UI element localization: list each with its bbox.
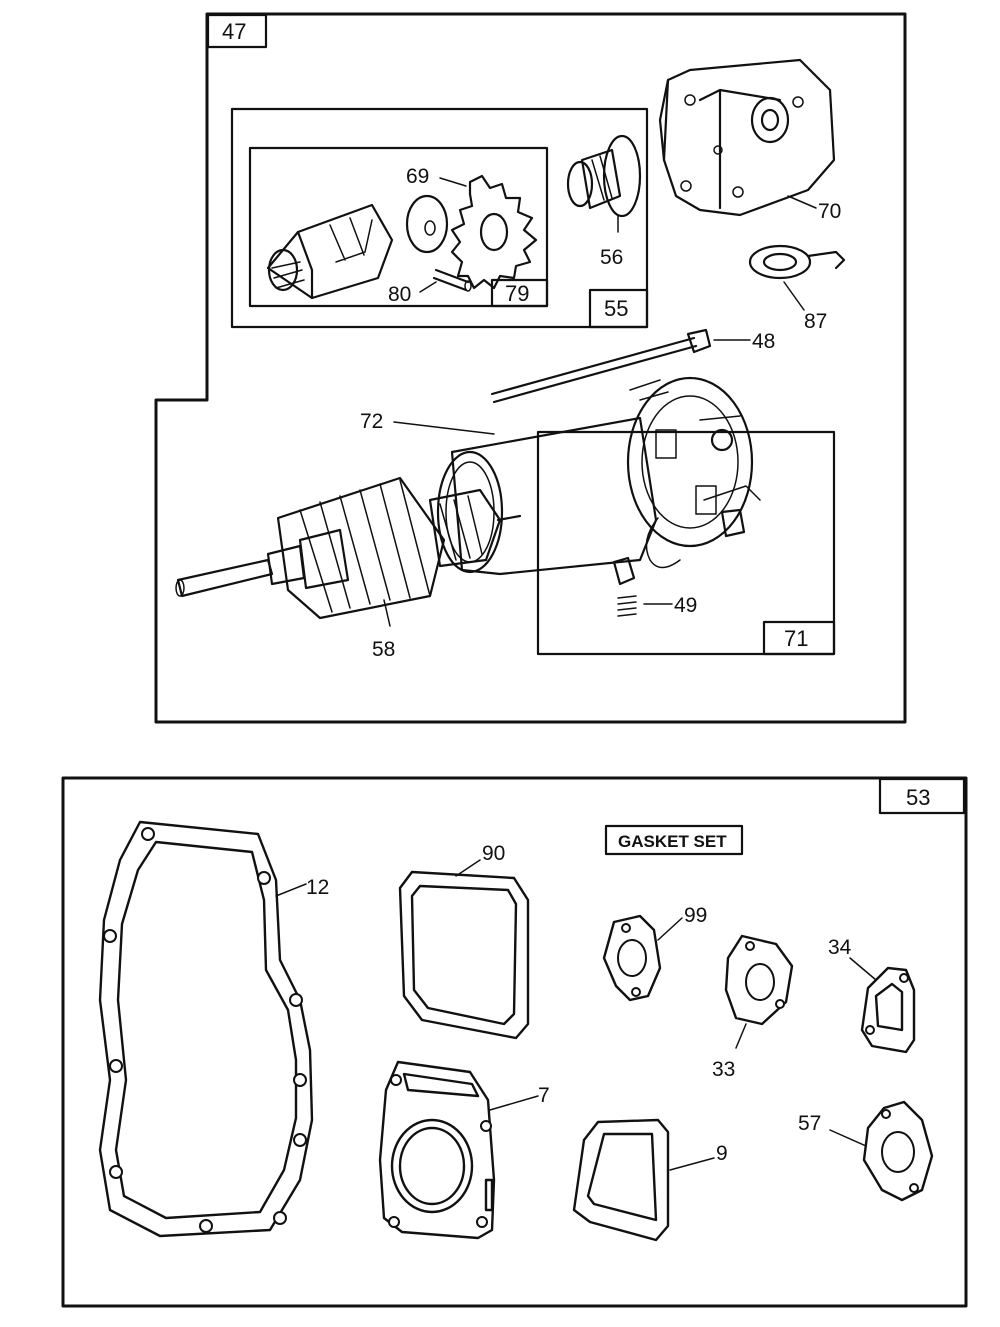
leader-33 [735,1023,747,1049]
leader-58 [383,599,391,627]
group-label-box-47 [206,13,268,49]
starter-panel: 47 55 79 69 [154,12,907,724]
gasket-9 [572,1118,670,1242]
armature [175,476,522,620]
leader-12 [275,883,307,897]
gasket-57 [862,1100,934,1202]
part-label-33: 33 [712,1058,735,1081]
group-label-53: 53 [906,785,930,810]
leader-80 [419,281,437,293]
part-label-57: 57 [798,1112,821,1135]
pinion-box-label: 79 [505,281,529,306]
pinion-box-label-frame [490,278,549,308]
oil-seal [748,244,846,280]
brush-end-plate [626,376,761,569]
leader-72 [393,421,495,435]
leader-70 [787,195,817,209]
leader-69 [439,177,467,187]
leader-7 [489,1095,539,1111]
head-gasket [378,1060,496,1240]
part-label-49: 49 [674,594,697,617]
part-label-58: 58 [372,638,395,661]
part-label-99: 99 [684,904,707,927]
starter-panel-border [154,12,907,724]
leader-90 [455,859,481,877]
drive-box-55 [230,107,649,329]
group-label-47: 47 [222,19,246,44]
part-label-87: 87 [804,310,827,333]
leader-34 [849,957,877,981]
group-label-box-53 [878,777,966,815]
through-bolt [490,328,712,404]
gasket-set-title-box [604,824,744,856]
part-label-70: 70 [818,200,841,223]
part-label-34: 34 [828,936,852,959]
part-label-56: 56 [600,246,623,269]
leader-9 [669,1157,715,1171]
gasket-set-title: GASKET SET [618,832,727,851]
washer [405,194,449,254]
drive-end-cap [658,58,836,217]
brush-box-label: 71 [784,626,808,651]
gasket-34 [860,966,916,1054]
gasket-panel-border [61,776,968,1308]
pinion-gear [450,174,538,290]
part-label-80: 80 [388,283,411,306]
part-label-90: 90 [482,842,505,865]
part-label-9: 9 [716,1142,728,1165]
gasket-panel: 53 GASKET SET 12 90 [61,776,968,1308]
drive-box-label-frame [588,288,649,329]
gasket-99 [602,914,662,1002]
part-label-7: 7 [538,1084,550,1107]
brush-spring [612,556,637,617]
motor-housing [436,416,658,576]
gasket-33 [724,934,794,1026]
brush-box-71 [536,430,836,656]
part-label-48: 48 [752,330,775,353]
leader-57 [829,1129,867,1147]
part-label-12: 12 [306,876,329,899]
roll-pin [432,268,472,292]
leader-99 [657,917,683,941]
brush-box-label-frame [762,620,836,656]
crankcase-gasket [98,820,314,1238]
drive-cap [566,134,642,218]
drive-box-label: 55 [604,296,628,321]
pinion-box-79 [248,146,549,308]
valve-cover-gasket [398,870,530,1040]
drive-clutch [266,203,394,300]
part-label-72: 72 [360,410,383,433]
part-label-69: 69 [406,165,429,188]
leader-87 [783,281,805,311]
